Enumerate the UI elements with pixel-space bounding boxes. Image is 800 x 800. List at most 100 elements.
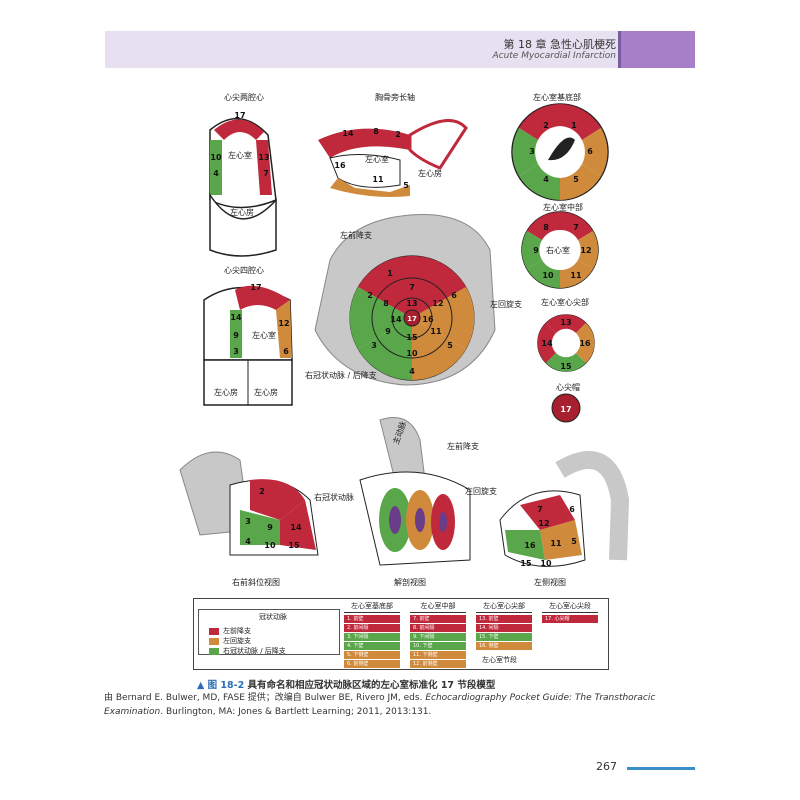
label-rca-pda: 右冠状动脉 / 后降支 <box>305 370 377 380</box>
svg-text:左回旋支: 左回旋支 <box>465 486 497 496</box>
svg-text:10: 10 <box>264 541 276 550</box>
svg-text:6: 6 <box>587 147 593 156</box>
segment-column-head: 左心室中部 <box>410 601 466 613</box>
svg-text:14: 14 <box>230 313 242 322</box>
svg-text:5: 5 <box>447 341 453 350</box>
svg-text:17: 17 <box>250 283 261 292</box>
svg-text:9: 9 <box>233 331 239 340</box>
svg-text:左心室: 左心室 <box>365 154 389 164</box>
svg-text:左心房: 左心房 <box>254 387 278 397</box>
segment-cell: 7. 前壁 <box>410 615 466 623</box>
svg-text:3: 3 <box>245 517 251 526</box>
chapter-title: 第 18 章 急性心肌梗死 <box>503 38 617 51</box>
label-lad: 左前降支 <box>340 230 372 240</box>
view-label-anat: 解剖视图 <box>394 577 426 587</box>
svg-text:6: 6 <box>569 505 575 514</box>
segment-cell: 14. 间隔 <box>476 624 532 632</box>
svg-text:左心室: 左心室 <box>252 330 276 340</box>
svg-text:15: 15 <box>288 541 300 550</box>
svg-text:4: 4 <box>543 175 549 184</box>
view-label-rao: 右前斜位视图 <box>232 577 280 587</box>
svg-text:右心室: 右心室 <box>546 245 570 255</box>
view-label-apex: 心尖帽 <box>556 382 580 392</box>
svg-text:16: 16 <box>524 541 536 550</box>
svg-text:2: 2 <box>395 130 401 139</box>
legend-swatch <box>209 637 219 645</box>
anat-view: 主动脉 左前降支 左回旋支 <box>359 417 497 566</box>
legend-artery-box: 冠状动脉 左前降支 左回旋支 右冠状动脉 / 后降支 <box>198 609 340 655</box>
view-label-mid: 左心室中部 <box>543 202 583 212</box>
svg-text:15: 15 <box>406 333 418 342</box>
svg-text:12: 12 <box>432 299 443 308</box>
svg-text:15: 15 <box>520 559 532 568</box>
svg-text:11: 11 <box>570 271 582 280</box>
source-credit: 由 Bernard E. Bulwer, MD, FASE 提供；改编自 Bul… <box>104 693 656 717</box>
legend-title: 冠状动脉 <box>259 613 287 621</box>
apex-cap: 17 <box>551 393 581 423</box>
svg-text:4: 4 <box>245 537 251 546</box>
view-label-apical2: 心尖两腔心 <box>224 92 264 102</box>
segment-cell: 2. 前间隔 <box>344 624 400 632</box>
svg-text:9: 9 <box>385 327 391 336</box>
svg-text:13: 13 <box>560 318 571 327</box>
svg-text:11: 11 <box>550 539 562 548</box>
svg-text:4: 4 <box>213 169 219 178</box>
segment-column-head: 左心室心尖段 <box>542 601 598 613</box>
caption-text: 具有命名和相应冠状动脉区域的左心室标准化 17 节段模型 <box>244 680 496 691</box>
svg-text:左心房: 左心房 <box>214 387 238 397</box>
svg-text:14: 14 <box>290 523 302 532</box>
svg-text:17: 17 <box>560 405 571 414</box>
svg-text:2: 2 <box>367 291 373 300</box>
svg-text:1: 1 <box>387 269 393 278</box>
svg-text:16: 16 <box>579 339 591 348</box>
legend-item-rca: 右冠状动脉 / 后降支 <box>209 646 286 656</box>
svg-text:17: 17 <box>234 111 245 120</box>
apical2-view: 17 104 137 左心室 左心房 <box>209 111 277 257</box>
svg-text:7: 7 <box>409 283 415 292</box>
segment-cell: 11. 下侧壁 <box>410 651 466 659</box>
svg-text:16: 16 <box>422 315 434 324</box>
svg-text:10: 10 <box>210 153 222 162</box>
svg-text:3: 3 <box>233 347 239 356</box>
segment-column: 左心室心尖段 17. 心尖帽 <box>542 601 598 624</box>
svg-text:9: 9 <box>533 246 539 255</box>
svg-text:12: 12 <box>538 519 549 528</box>
svg-text:12: 12 <box>580 246 591 255</box>
legend-swatch <box>209 647 219 655</box>
figure-caption: ▲ 图 18-2 具有命名和相应冠状动脉区域的左心室标准化 17 节段模型 <box>197 677 495 691</box>
svg-text:9: 9 <box>267 523 273 532</box>
segment-cell: 3. 下间隔 <box>344 633 400 641</box>
label-lv: 左心室 <box>228 150 252 160</box>
segment-cell: 17. 心尖帽 <box>542 615 598 623</box>
header-accent <box>621 31 695 68</box>
view-label-basal: 左心室基底部 <box>533 92 581 102</box>
svg-text:3: 3 <box>371 341 377 350</box>
svg-text:5: 5 <box>403 181 409 190</box>
svg-text:3: 3 <box>529 147 535 156</box>
svg-text:10: 10 <box>540 559 552 568</box>
svg-text:6: 6 <box>451 291 457 300</box>
header-bar <box>105 31 695 68</box>
segments-label: 左心室节段 <box>482 656 517 664</box>
svg-text:1: 1 <box>571 121 577 130</box>
svg-text:2: 2 <box>543 121 549 130</box>
segment-cell: 1. 前壁 <box>344 615 400 623</box>
svg-text:左前降支: 左前降支 <box>447 441 479 451</box>
svg-text:7: 7 <box>263 169 269 178</box>
svg-text:15: 15 <box>560 362 572 371</box>
segment-cell: 13. 前壁 <box>476 615 532 623</box>
svg-text:8: 8 <box>383 299 389 308</box>
svg-text:16: 16 <box>334 161 346 170</box>
legend-swatch <box>209 627 219 635</box>
